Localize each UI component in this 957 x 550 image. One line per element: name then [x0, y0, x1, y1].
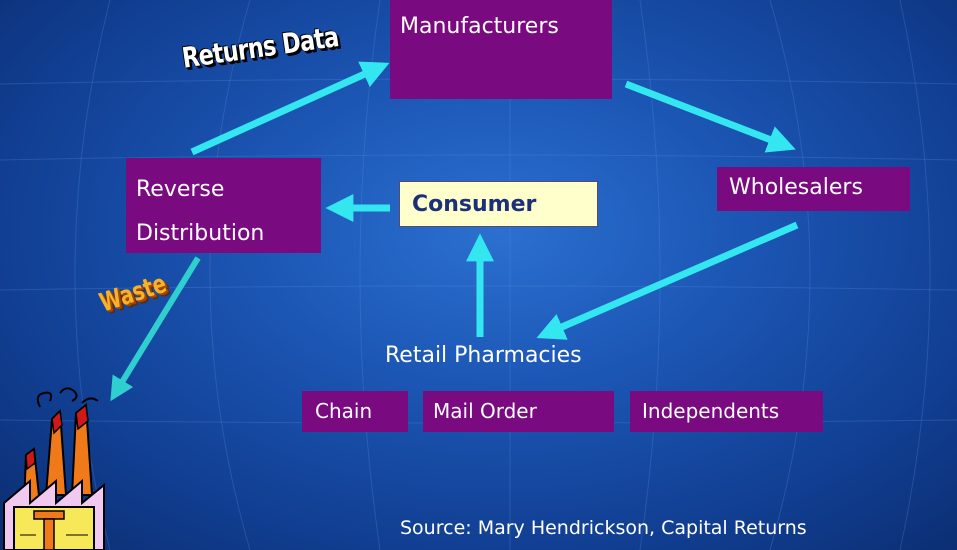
chain-node: Chain — [302, 391, 408, 432]
arrow-manufacturers-to-wholesalers — [624, 80, 796, 153]
arrow-reverse-to-waste — [110, 256, 201, 402]
mail-order-label: Mail Order — [433, 399, 537, 423]
consumer-label: Consumer — [412, 192, 537, 217]
wholesalers-label: Wholesalers — [729, 175, 863, 200]
independents-node: Independents — [630, 391, 823, 432]
consumer-node: Consumer — [399, 181, 598, 227]
source-citation: Source: Mary Hendrickson, Capital Return… — [400, 517, 807, 539]
arrow-reverse-to-manufacturers — [190, 61, 390, 156]
reverse-distribution-node: Reverse Distribution — [126, 158, 321, 253]
manufacturers-node: Manufacturers — [390, 0, 612, 99]
reverse-distribution-label-line2: Distribution — [136, 221, 265, 246]
manufacturers-label: Manufacturers — [400, 14, 559, 39]
arrow-wholesalers-to-retail — [536, 221, 799, 340]
chain-label: Chain — [315, 399, 373, 423]
wholesalers-node: Wholesalers — [717, 167, 910, 211]
independents-label: Independents — [642, 399, 780, 423]
reverse-distribution-label-line1: Reverse — [136, 177, 225, 202]
retail-pharmacies-label: Retail Pharmacies — [385, 343, 582, 368]
factory-icon — [3, 387, 105, 550]
mail-order-node: Mail Order — [423, 391, 614, 432]
